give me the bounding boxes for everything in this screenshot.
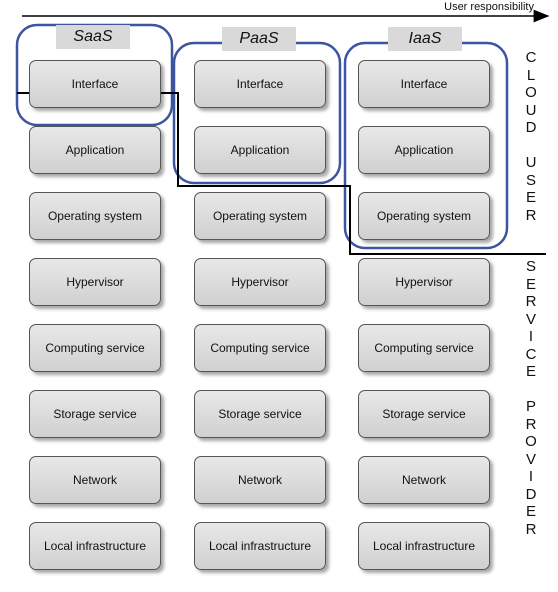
side-letter: E <box>525 503 536 520</box>
layer-box: Hypervisor <box>194 258 326 306</box>
side-letter: D <box>525 119 537 136</box>
layer-label: Computing service <box>45 341 145 355</box>
side-letter <box>522 381 540 399</box>
side-letter: V <box>525 450 536 468</box>
layer-label: Computing service <box>374 341 474 355</box>
side-letter: L <box>526 66 536 84</box>
side-letter: O <box>525 433 537 450</box>
layer-label: Application <box>65 143 125 157</box>
layer-label: Operating system <box>47 209 143 223</box>
layer-label: Network <box>72 473 117 487</box>
layer-box: Interface <box>29 60 161 108</box>
side-letter: R <box>525 206 537 224</box>
layer-label: Application <box>230 143 290 157</box>
layer-label: Storage service <box>382 407 466 421</box>
layer-label: Local infrastructure <box>372 539 476 553</box>
side-letter: I <box>528 328 534 345</box>
layer-box: Operating system <box>194 192 326 240</box>
side-letter: E <box>525 189 536 206</box>
layer-box: Application <box>194 126 326 174</box>
layer-label: Storage service <box>53 407 137 421</box>
layer-box: Hypervisor <box>29 258 161 306</box>
layer-label: Hypervisor <box>231 275 289 289</box>
side-letter: R <box>525 520 537 538</box>
layer-label: Storage service <box>218 407 302 421</box>
model-label-2: IaaS <box>388 27 462 51</box>
layer-label: Operating system <box>376 209 472 223</box>
side-letter: U <box>525 154 537 171</box>
side-letter: D <box>525 485 537 503</box>
layer-box: Hypervisor <box>358 258 490 306</box>
side-letter: P <box>525 398 536 415</box>
layer-box: Storage service <box>358 390 490 438</box>
layer-box: Storage service <box>194 390 326 438</box>
layer-box: Network <box>194 456 326 504</box>
layer-box: Computing service <box>194 324 326 372</box>
layer-label: Interface <box>236 77 284 91</box>
layer-box: Network <box>29 456 161 504</box>
layer-label: Local infrastructure <box>208 539 312 553</box>
layer-box: Interface <box>194 60 326 108</box>
layer-label: Hypervisor <box>395 275 453 289</box>
side-letter <box>522 137 540 155</box>
side-letter: R <box>525 293 537 310</box>
layer-box: Operating system <box>358 192 490 240</box>
layer-box: Local infrastructure <box>358 522 490 570</box>
layer-label: Interface <box>400 77 448 91</box>
layer-box: Application <box>29 126 161 174</box>
layer-label: Local infrastructure <box>43 539 147 553</box>
side-letter: E <box>525 363 536 380</box>
layer-label: Hypervisor <box>66 275 124 289</box>
layer-box: Local infrastructure <box>194 522 326 570</box>
layer-box: Operating system <box>29 192 161 240</box>
layer-box: Network <box>358 456 490 504</box>
layer-label: Interface <box>71 77 119 91</box>
side-letter: V <box>525 310 536 328</box>
side-letter: O <box>525 84 537 101</box>
side-letter: S <box>525 171 536 189</box>
layer-label: Application <box>394 143 454 157</box>
side-letter: E <box>525 275 536 293</box>
model-label-0: SaaS <box>56 25 130 49</box>
layer-box: Local infrastructure <box>29 522 161 570</box>
layer-label: Network <box>237 473 282 487</box>
layer-label: Operating system <box>212 209 308 223</box>
layer-box: Interface <box>358 60 490 108</box>
side-letter: C <box>525 49 537 66</box>
layer-label: Computing service <box>210 341 310 355</box>
side-letter: C <box>525 345 537 363</box>
layer-box: Application <box>358 126 490 174</box>
layer-box: Computing service <box>29 324 161 372</box>
model-label-1: PaaS <box>222 27 296 51</box>
layer-box: Storage service <box>29 390 161 438</box>
layer-box: Computing service <box>358 324 490 372</box>
side-letter: I <box>528 468 534 485</box>
layer-label: Network <box>401 473 446 487</box>
side-letter: S <box>525 258 536 275</box>
user-responsibility-label: User responsibility <box>444 1 534 13</box>
side-letter: U <box>525 101 537 119</box>
side-letter: R <box>525 415 537 433</box>
